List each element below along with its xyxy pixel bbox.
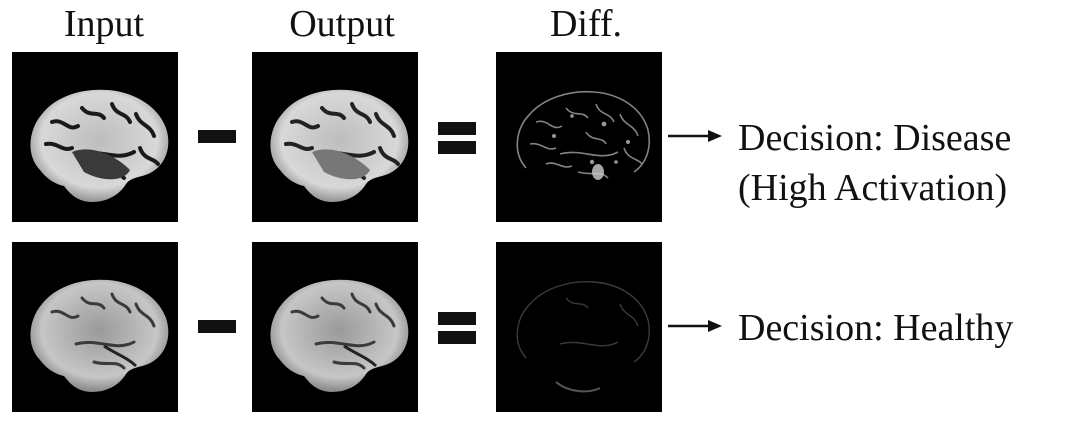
header-input: Input — [63, 3, 145, 45]
row2-equals-top — [438, 312, 476, 325]
row1-equals-top — [438, 122, 476, 135]
row2-arrow — [668, 318, 722, 334]
row1-diff-map — [496, 52, 662, 222]
row1-decision-note: (High Activation) — [738, 167, 1008, 209]
row2-equals-bottom — [438, 331, 476, 344]
header-diff: Diff. — [549, 3, 623, 45]
header-output: Output — [289, 3, 395, 45]
row1-arrow — [668, 128, 722, 144]
row1-decision-label: Decision: Disease — [738, 117, 1012, 159]
row2-input-mri — [12, 242, 178, 412]
row1-input-mri — [12, 52, 178, 222]
row1-equals-bottom — [438, 141, 476, 154]
row2-diff-map — [496, 242, 662, 412]
row1-minus-sign — [198, 130, 236, 143]
row2-output-mri — [252, 242, 418, 412]
row2-minus-sign — [198, 320, 236, 333]
row1-output-mri — [252, 52, 418, 222]
row2-decision-label: Decision: Healthy — [738, 307, 1014, 349]
